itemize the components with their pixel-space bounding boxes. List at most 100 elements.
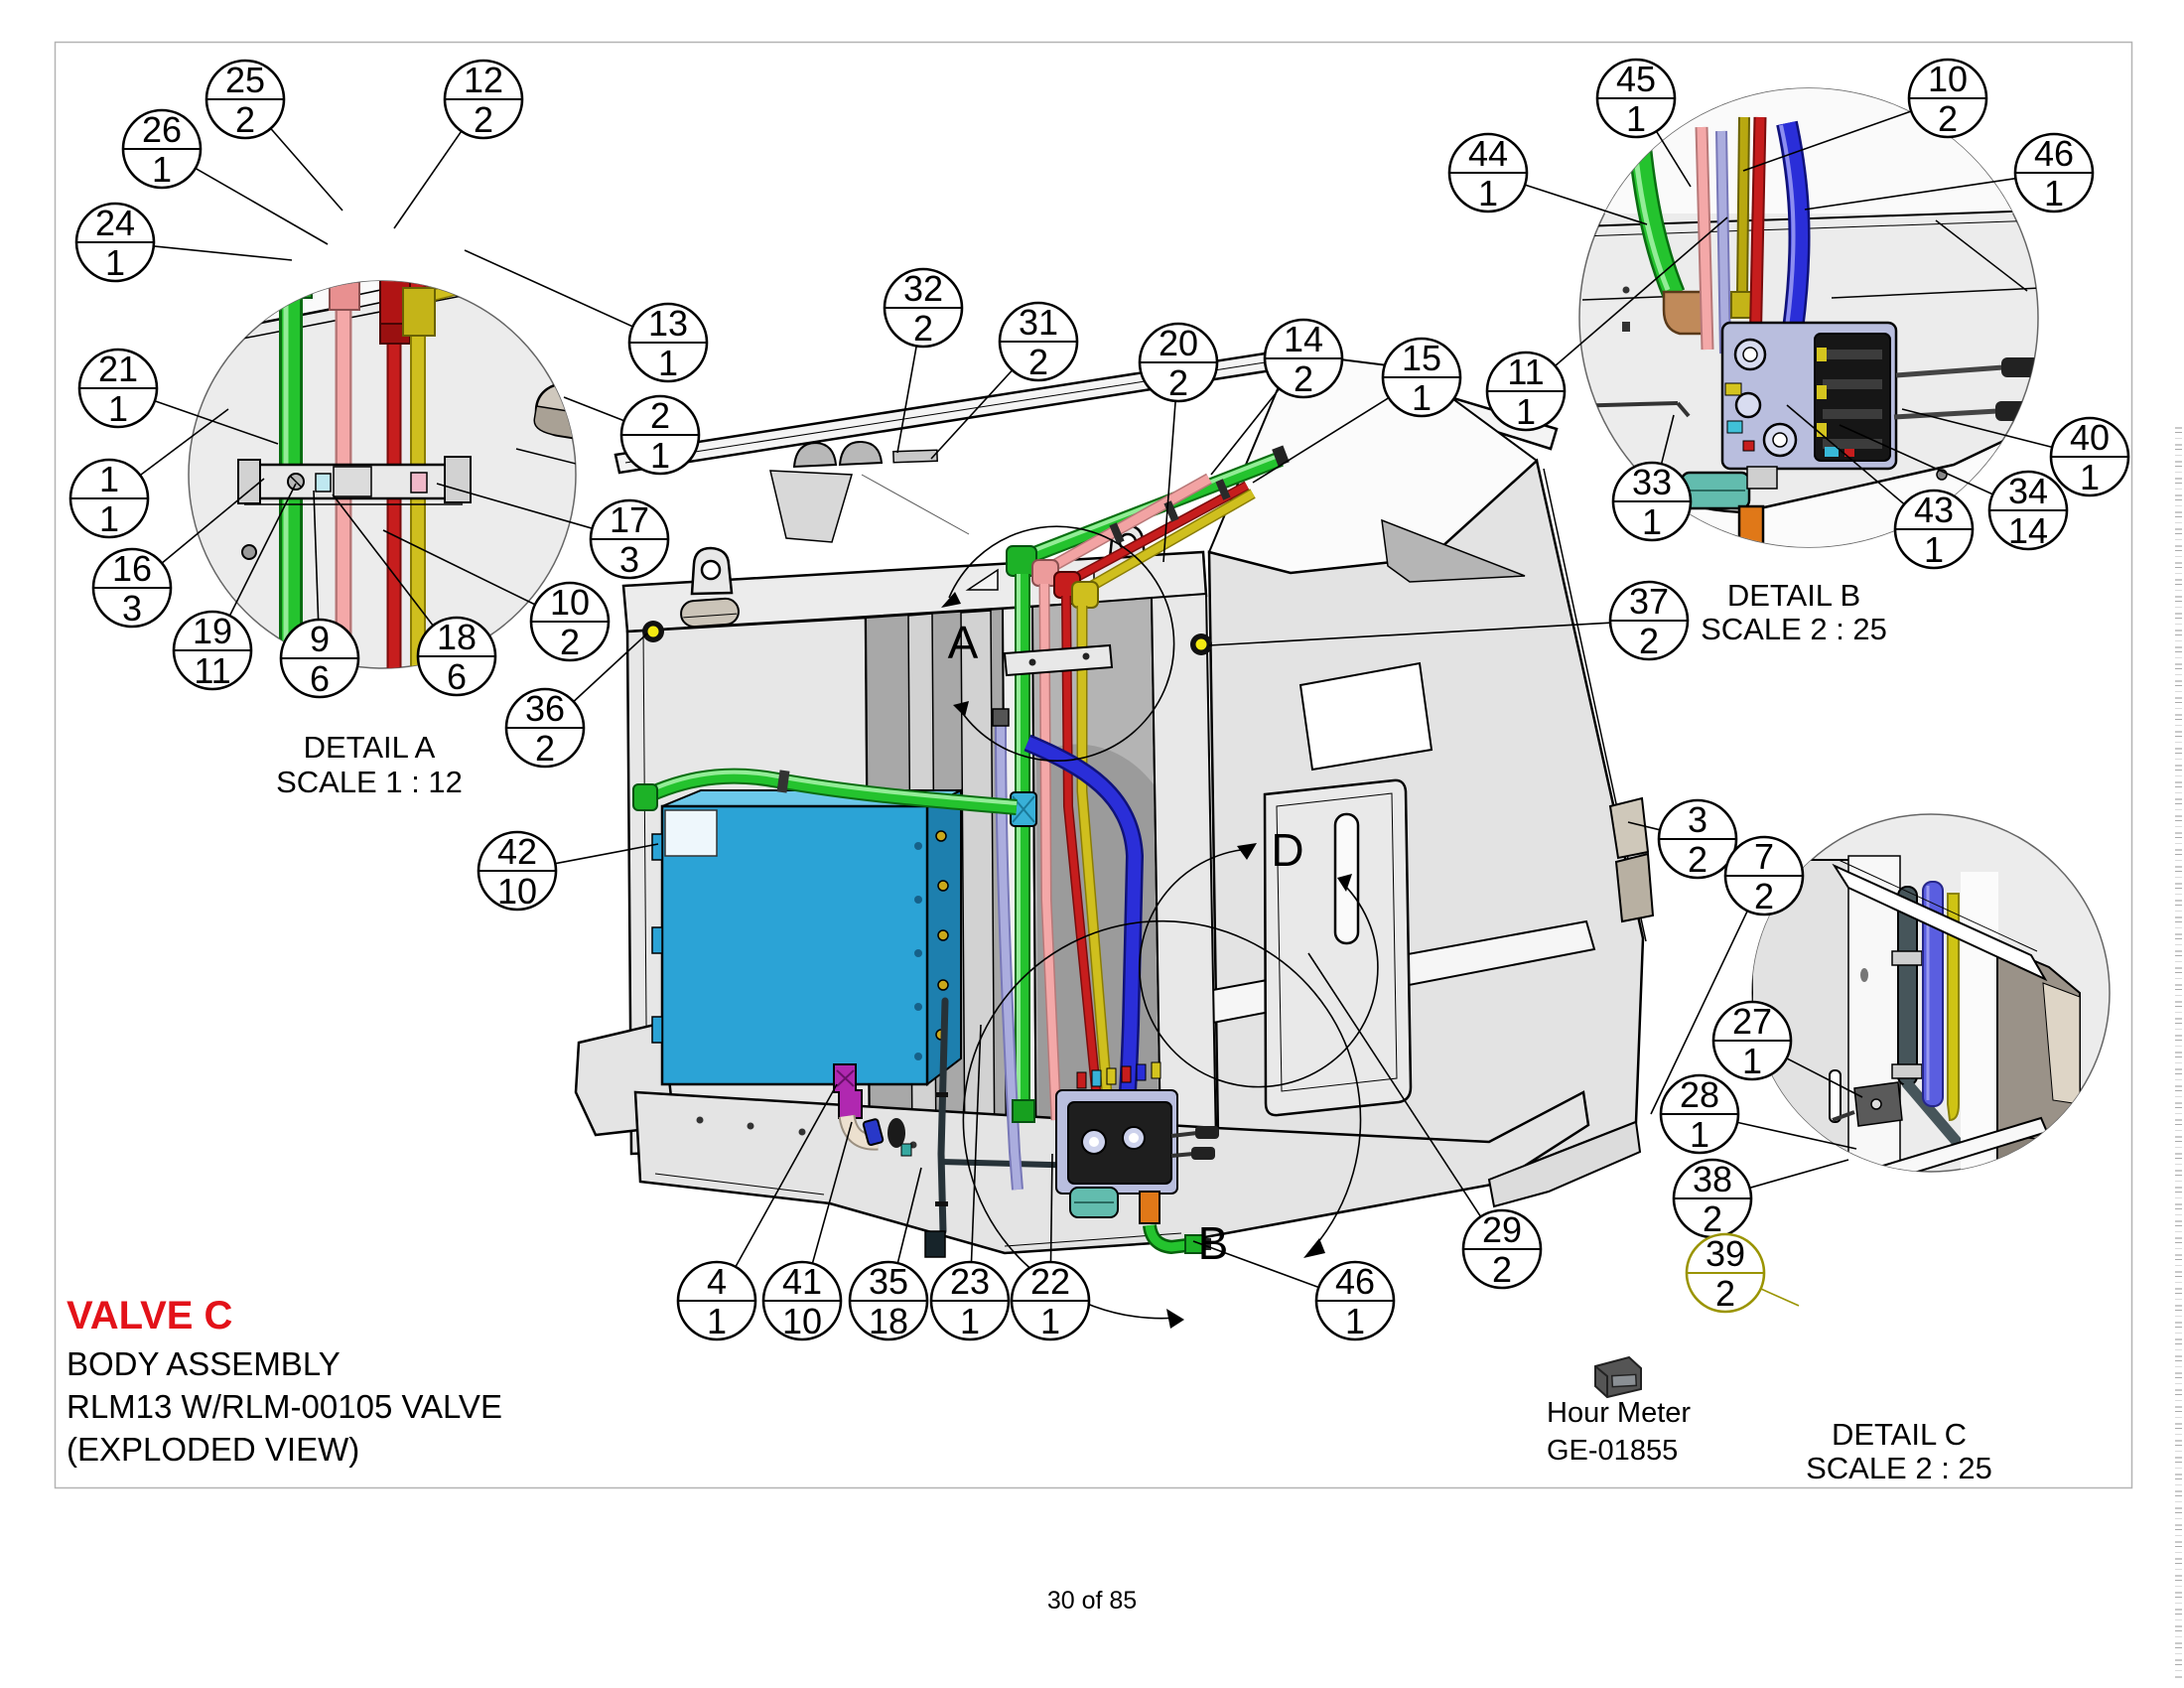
balloon-qty: 1 (1345, 1301, 1365, 1341)
balloon-item-number: 17 (610, 499, 649, 540)
balloon-leader (1554, 216, 1728, 367)
detail-a-caption: DETAIL A (304, 730, 436, 765)
balloon-item-number: 41 (782, 1261, 822, 1302)
balloon-item-11-25: 111 (1485, 216, 1728, 432)
balloon-qty: 1 (2044, 173, 2064, 213)
hour-meter-part-no: GE-01855 (1547, 1435, 1678, 1467)
balloon-item-28-34: 281 (1659, 1073, 1857, 1155)
balloon-leader (313, 490, 320, 621)
balloon-qty: 1 (108, 388, 128, 429)
balloon-item-number: 40 (2070, 417, 2110, 458)
balloon-qty: 1 (1690, 1114, 1709, 1155)
balloon-item-17-13: 173 (436, 483, 670, 580)
balloon-item-number: 26 (142, 109, 182, 150)
balloon-qty: 1 (1642, 501, 1662, 542)
detail-b-scale: SCALE 2 : 25 (1701, 612, 1887, 646)
balloon-item-number: 9 (310, 619, 330, 659)
balloon-item-number: 12 (464, 60, 503, 100)
pipe-clamp-bar (237, 456, 472, 505)
balloon-item-number: 32 (903, 268, 943, 309)
balloon-item-number: 42 (497, 831, 537, 872)
balloon-item-32-16: 322 (883, 267, 964, 454)
detail-c-scale: SCALE 2 : 25 (1806, 1451, 1992, 1485)
balloon-item-27-33: 271 (1711, 1000, 1863, 1098)
balloon-item-number: 29 (1482, 1209, 1522, 1250)
skylight-cutout (1298, 661, 1433, 772)
balloon-item-number: 46 (2034, 133, 2074, 174)
balloon-item-25-0: 252 (205, 59, 343, 211)
balloon-leader (970, 1024, 982, 1263)
balloon-item-38-35: 382 (1672, 1158, 1849, 1239)
balloon-qty: 2 (1688, 839, 1707, 880)
balloon-item-1-7: 11 (68, 408, 229, 539)
balloon-qty: 1 (1516, 391, 1536, 432)
indicator-light-right (1190, 633, 1212, 655)
balloon-leader (1192, 1240, 1319, 1289)
horizontal-pipes (397, 281, 576, 304)
balloon-leader (1049, 1153, 1053, 1263)
balloon-qty: 1 (707, 1301, 727, 1341)
detail-source-markers (948, 525, 1379, 1320)
hydraulic-tank (651, 788, 962, 1157)
balloon-qty: 2 (1294, 358, 1313, 399)
balloon-qty: 14 (2008, 510, 2048, 551)
view-letter-b: B (1198, 1217, 1229, 1269)
balloon-item-number: 16 (112, 548, 152, 589)
balloon-qty: 1 (1040, 1301, 1060, 1341)
balloon-item-number: 43 (1914, 490, 1954, 530)
drawing-title: VALVE C (67, 1294, 232, 1337)
balloon-qty: 1 (99, 498, 119, 539)
balloon-item-number: 15 (1402, 338, 1441, 378)
balloon-qty: 6 (310, 658, 330, 699)
balloon-qty: 1 (1924, 529, 1944, 570)
balloon-item-33-26: 331 (1611, 414, 1693, 542)
balloon-item-36-14: 362 (504, 633, 648, 769)
balloon-leader (1749, 1159, 1849, 1190)
balloon-item-21-6: 211 (77, 348, 279, 445)
balloon-item-number: 11 (1507, 352, 1544, 392)
balloon-qty: 3 (619, 539, 639, 580)
balloon-leader (436, 483, 593, 529)
balloon-qty: 2 (1028, 342, 1048, 382)
balloon-leader (153, 245, 293, 261)
balloon-item-number: 38 (1693, 1159, 1732, 1199)
balloon-item-40-29: 401 (1901, 408, 2130, 497)
balloon-leader (1650, 910, 1749, 1115)
detail-d-arc (1139, 848, 1379, 1088)
balloon-item-number: 45 (1616, 59, 1656, 99)
balloon-qty: 2 (1168, 362, 1188, 403)
balloon-item-number: 28 (1680, 1074, 1719, 1115)
view-letter-a: A (948, 617, 979, 668)
balloon-item-number: 37 (1629, 581, 1669, 622)
balloon-qty: 2 (474, 99, 493, 140)
balloon-leader (1210, 388, 1281, 476)
main-body-view (574, 348, 1655, 1258)
detail-a-scale: SCALE 1 : 12 (276, 765, 463, 799)
balloon-qty: 1 (105, 242, 125, 283)
balloon-item-14-19: 142 (1210, 318, 1344, 476)
balloon-leader (1839, 424, 1993, 495)
balloon-qty: 6 (447, 656, 467, 697)
drawing-subtitle-3: (EXPLODED VIEW) (67, 1431, 359, 1468)
drawing-subtitle-2: RLM13 W/RLM-00105 VALVE (67, 1388, 502, 1425)
detail-b-arc (962, 919, 1362, 1320)
hour-meter-label: Hour Meter (1547, 1397, 1691, 1429)
balloon-item-7-32: 72 (1650, 835, 1805, 1115)
balloon-item-number: 46 (1335, 1261, 1375, 1302)
balloon-item-3-31: 32 (1627, 798, 1738, 880)
balloon-item-number: 2 (650, 395, 670, 436)
balloon-item-number: 35 (869, 1261, 908, 1302)
balloon-item-46-42: 461 (1192, 1240, 1396, 1341)
sheet-border (54, 41, 2133, 1489)
balloon-qty: 2 (1715, 1273, 1735, 1314)
balloon-qty: 2 (560, 622, 580, 662)
balloon-item-4-37: 41 (676, 1083, 838, 1341)
balloon-qty: 1 (960, 1301, 980, 1341)
balloon-qty: 1 (1626, 98, 1646, 139)
detail-b-caption: DETAIL B (1727, 578, 1860, 613)
balloon-item-number: 34 (2008, 471, 2048, 511)
balloon-item-26-2: 261 (121, 108, 329, 245)
